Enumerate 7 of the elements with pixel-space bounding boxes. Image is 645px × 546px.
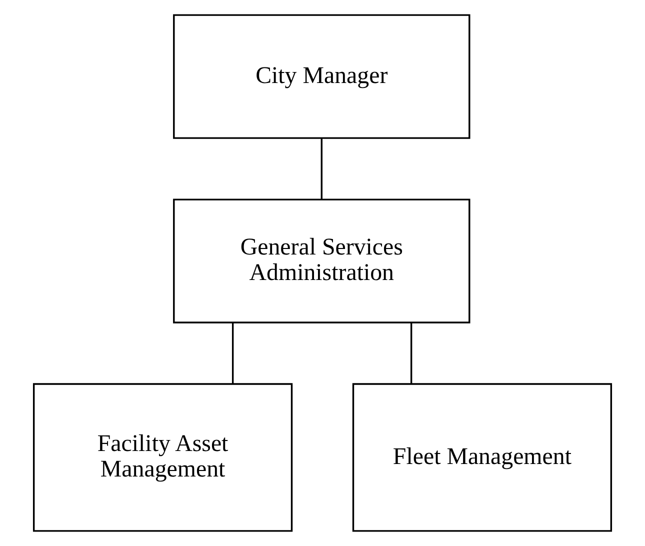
node-box: City Manager [173, 14, 470, 139]
connector [410, 322, 412, 384]
node-box: Facility Asset Management [32, 383, 293, 532]
connector [320, 138, 322, 199]
node-box: General Services Administration [173, 198, 470, 324]
connector [232, 322, 234, 384]
node-box: Fleet Management [352, 383, 612, 532]
